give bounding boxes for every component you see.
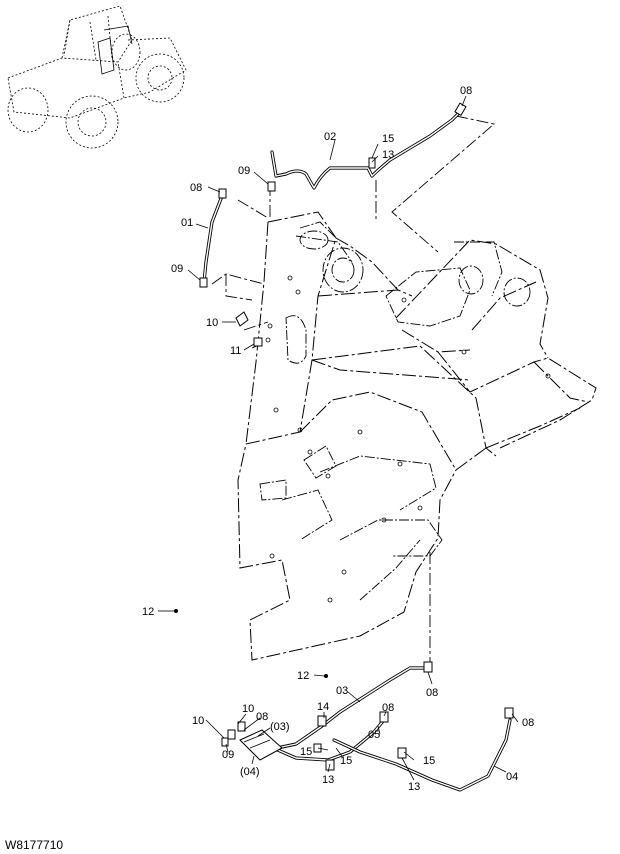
callout-04-ref: (04) — [240, 766, 260, 778]
callout-08: 08 — [426, 687, 438, 699]
callout-10: 10 — [206, 317, 218, 329]
pipe-04 — [313, 707, 514, 792]
reference-lines — [211, 115, 495, 670]
callout-15: 15 — [423, 755, 435, 767]
callout-08: 08 — [382, 702, 394, 714]
valve-block — [221, 721, 283, 761]
callout-12: 12 — [297, 670, 309, 682]
callout-15: 15 — [382, 133, 394, 145]
callout-13: 13 — [408, 781, 420, 793]
leader-lines — [158, 95, 519, 781]
callout-10: 10 — [242, 703, 254, 715]
callout-03: 03 — [336, 685, 348, 697]
callout-13: 13 — [382, 149, 394, 161]
callout-09: 09 — [171, 263, 183, 275]
frame-assembly — [237, 211, 597, 661]
callout-labels: 08 02 15 13 09 08 01 09 10 11 12 12 03 0… — [142, 85, 534, 793]
pipe-01 — [199, 188, 227, 288]
callout-14: 14 — [317, 701, 329, 713]
callout-13: 13 — [322, 774, 334, 786]
callout-08: 08 — [460, 85, 472, 97]
pipe-02 — [267, 102, 467, 192]
machine-thumbnail — [7, 5, 187, 149]
callout-02: 02 — [324, 131, 336, 143]
callout-08: 08 — [522, 717, 534, 729]
clip-10 — [235, 311, 263, 347]
callout-04: 04 — [506, 771, 518, 783]
callout-05: 05 — [368, 729, 380, 741]
callout-09: 09 — [222, 749, 234, 761]
callout-12: 12 — [142, 606, 154, 618]
callout-11: 11 — [230, 345, 241, 357]
callout-08: 08 — [256, 711, 268, 723]
callout-03-ref: (03) — [270, 721, 290, 733]
callout-01: 01 — [181, 217, 193, 229]
drawing-number: W8177710 — [5, 838, 63, 852]
callout-15: 15 — [300, 746, 312, 758]
callout-09: 09 — [238, 165, 250, 177]
callout-15: 15 — [340, 755, 352, 767]
callout-08: 08 — [190, 182, 202, 194]
callout-10: 10 — [192, 715, 204, 727]
